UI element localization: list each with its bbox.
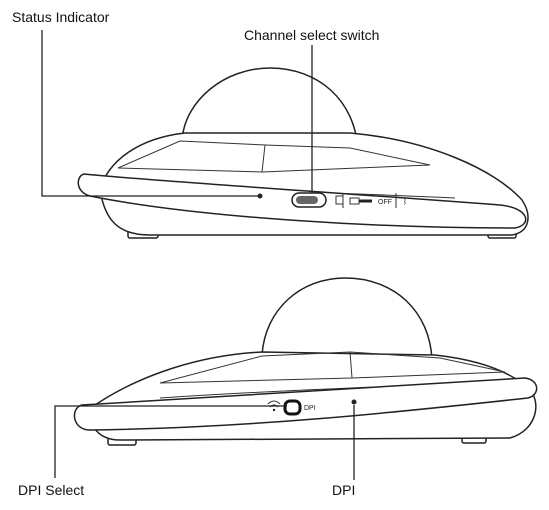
trackball-ball-top [181, 67, 359, 151]
dpi-label: DPI [332, 482, 356, 498]
trackball-bottom-view: DPI [54, 277, 538, 480]
trackball-top-view: OFF ᛒ [41, 30, 529, 239]
status-indicator-label: Status Indicator [12, 9, 110, 25]
dpi-indicator-light [351, 399, 357, 405]
right-button-top [261, 144, 431, 173]
channel-select-switch-label: Channel select switch [244, 27, 380, 43]
dpi-select-button [283, 399, 302, 416]
off-marking: OFF [378, 199, 392, 206]
trackball-ball-bottom [261, 277, 433, 361]
side-band-bottom [73, 377, 538, 431]
right-button-bottom [349, 351, 506, 379]
status-indicator-light [257, 193, 263, 199]
dpi-select-label: DPI Select [18, 482, 85, 498]
status-indicator-callout [41, 30, 258, 197]
dpi-marking: DPI [304, 405, 316, 412]
dpi-select-callout [54, 405, 287, 478]
bluetooth-icon: ᛒ [403, 198, 407, 206]
